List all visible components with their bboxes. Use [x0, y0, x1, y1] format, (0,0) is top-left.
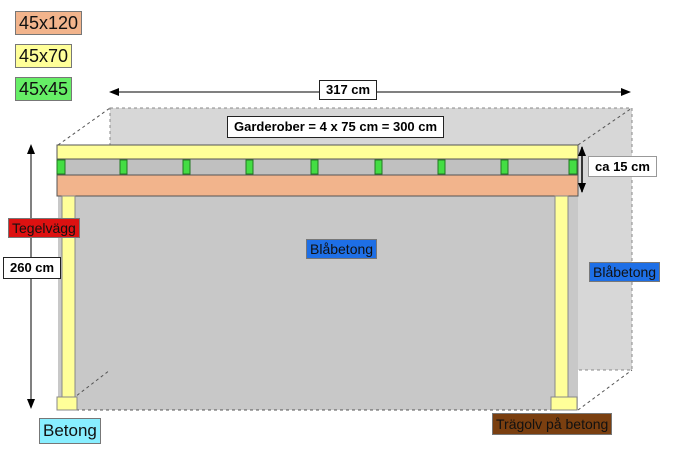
right-post-foot: [550, 396, 578, 411]
width-label: 317 cm: [319, 80, 378, 100]
spacer-blocks: [56, 159, 578, 175]
wardrobe-label: Garderober = 4 x 75 cm = 300 cm: [227, 116, 445, 138]
left-post-foot: [56, 396, 78, 411]
perspective-lines: [57, 107, 633, 411]
legend-45x70: 45x70: [15, 44, 73, 68]
legend-45x45: 45x45: [15, 77, 73, 101]
depth-label: ca 15 cm: [588, 156, 657, 177]
main-beam: [56, 174, 579, 197]
right-post: [554, 195, 569, 411]
top-rail: [56, 144, 579, 160]
legend-45x120: 45x120: [15, 11, 83, 35]
wood-floor-label: Trägolv på betong: [492, 413, 613, 435]
concrete-label: Betong: [39, 418, 101, 444]
blue-concrete-side-label: Blåbetong: [589, 262, 661, 282]
brick-wall-label: Tegelvägg: [8, 218, 80, 238]
height-label: 260 cm: [3, 257, 62, 279]
front-face: [58, 195, 578, 410]
blue-concrete-back-label: Blåbetong: [306, 239, 378, 259]
